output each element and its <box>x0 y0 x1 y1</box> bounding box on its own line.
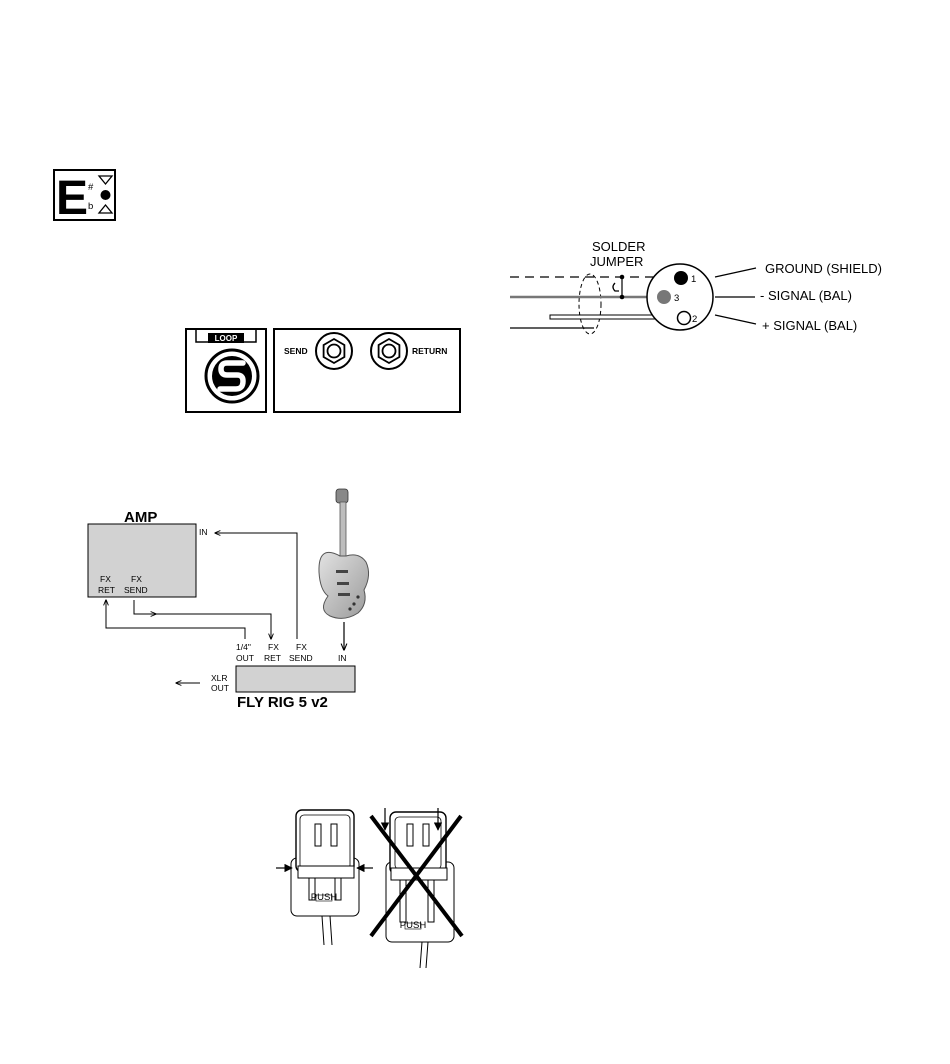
electric-guitar-icon <box>319 489 369 618</box>
solder-jumper-hook-icon <box>613 283 619 291</box>
amp-fx-send-line1: FX <box>131 574 142 584</box>
amp-fx-ret-line1: FX <box>100 574 111 584</box>
xlr-pin-2-label: 2 <box>692 314 697 325</box>
xlr-out-line1: XLR <box>211 673 228 683</box>
send-jack-icon <box>316 333 352 369</box>
tuner-sharp-symbol: # <box>88 182 94 193</box>
power-supply-diagram: PUSH PUSH <box>276 808 462 968</box>
xlr-out-line2: OUT <box>211 683 229 693</box>
amp-connection-diagram: AMP IN FX RET FX SEND 1/4" OUT F <box>88 489 369 711</box>
solder-jumper-line2: JUMPER <box>590 254 643 269</box>
ground-shield-label: GROUND (SHIELD) <box>765 261 882 276</box>
fly-rig-name: FLY RIG 5 v2 <box>237 694 328 711</box>
rig-fx-ret-line1: FX <box>268 642 279 652</box>
return-jack-icon <box>371 333 407 369</box>
amp-in-label: IN <box>199 527 208 537</box>
tuner-flat-symbol: b <box>88 201 93 212</box>
rig-fx-send-line1: FX <box>296 642 307 652</box>
power-supply-incorrect: PUSH <box>371 808 462 968</box>
xlr-pin-3 <box>657 290 671 304</box>
loop-footswitch-s-logo-icon <box>206 350 258 402</box>
negative-signal-label: - SIGNAL (BAL) <box>760 288 852 303</box>
loop-label: LOOP <box>215 334 238 343</box>
send-return-panel <box>274 329 460 412</box>
send-label: SEND <box>284 346 308 356</box>
amp-fx-send-line2: SEND <box>124 585 148 595</box>
positive-signal-label: + SIGNAL (BAL) <box>762 318 857 333</box>
xlr-pin-1-label: 1 <box>691 274 696 285</box>
xlr-pin-2 <box>678 312 691 325</box>
xlr-pin-1 <box>674 271 688 285</box>
tuner-note: E <box>56 172 88 225</box>
rig-fx-ret-line2: RET <box>264 653 281 663</box>
xlr-wiring-diagram: SOLDER JUMPER 1 3 2 GROUND (SHIELD) - SI… <box>510 239 882 334</box>
rig-in-label: IN <box>338 653 347 663</box>
rig-out-line2: OUT <box>236 653 254 663</box>
power-supply-correct: PUSH <box>276 810 373 945</box>
amp-title: AMP <box>124 509 157 526</box>
return-label: RETURN <box>412 346 447 356</box>
tuner-in-tune-dot-icon <box>101 190 111 200</box>
loop-panel: LOOP SEND RETURN <box>186 329 460 412</box>
rig-fx-send-line2: SEND <box>289 653 313 663</box>
push-label-incorrect: PUSH <box>400 920 427 931</box>
fly-rig-box <box>236 666 355 692</box>
rig-out-line1: 1/4" <box>236 642 251 652</box>
push-label-correct: PUSH <box>311 892 338 903</box>
solder-jumper-line1: SOLDER <box>592 239 645 254</box>
amp-fx-ret-line2: RET <box>98 585 115 595</box>
cable-sheath <box>579 274 601 334</box>
tuner-display: E # b <box>54 170 115 225</box>
xlr-pin-3-label: 3 <box>674 293 679 304</box>
